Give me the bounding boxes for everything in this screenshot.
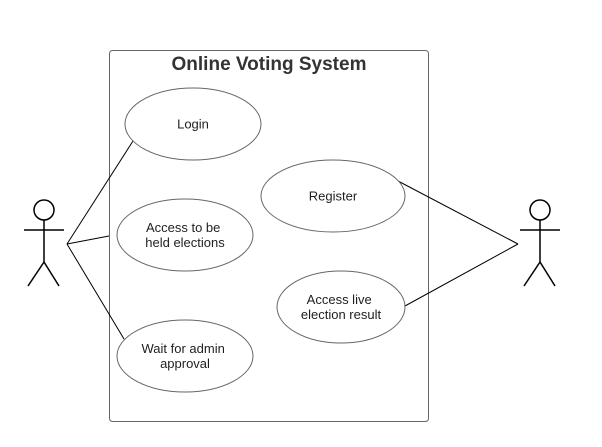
actor-right-leg-left [523,261,541,287]
use-case-access-elections-ellipse [116,198,254,272]
use-case-register-ellipse [260,159,406,233]
use-case-access-elections: Access to be held elections [116,198,254,272]
use-case-register-line-1: Register [309,189,358,204]
use-case-access-results-ellipse [276,270,406,344]
use-case-register-label: Register [309,189,358,204]
use-case-access-results-line-2: election result [301,307,382,322]
use-case-access-results-line-1: Access live [307,292,372,307]
system-title: Online Voting System [172,54,367,75]
actor-left-leg-left [27,261,45,287]
association-voter-login [66,140,134,245]
association-actor-access-results [404,243,519,307]
use-case-access-elections-line-1: Access to be [146,220,220,235]
use-case-login: Login [124,87,262,161]
association-voter-access-elections [66,235,110,245]
use-case-wait-approval-label: Wait for admin approval [142,341,229,371]
use-case-register: Register [260,159,406,233]
actor-right-leg-right [539,261,556,287]
association-voter-wait-approval [66,243,125,340]
use-case-wait-approval: Wait for admin approval [116,319,254,393]
use-case-wait-approval-line-1: Wait for admin [142,341,225,356]
use-case-wait-approval-line-2: approval [160,356,210,371]
use-case-login-label: Login [177,117,209,132]
actor-right-head [529,199,551,221]
actor-left-head [33,199,55,221]
use-case-access-results: Access live election result [276,270,406,344]
actor-right-stick-figure [520,199,560,287]
use-case-access-results-label: Access live election result [301,292,382,322]
actor-left-stick-figure [24,199,64,287]
actor-left-leg-right [43,261,60,287]
use-case-login-ellipse [124,87,262,161]
use-case-access-elections-label: Access to be held elections [145,220,225,250]
use-case-login-line-1: Login [177,117,209,132]
use-case-access-elections-line-2: held elections [145,235,225,250]
association-actor-register [397,180,519,245]
use-case-wait-approval-ellipse [116,319,254,393]
